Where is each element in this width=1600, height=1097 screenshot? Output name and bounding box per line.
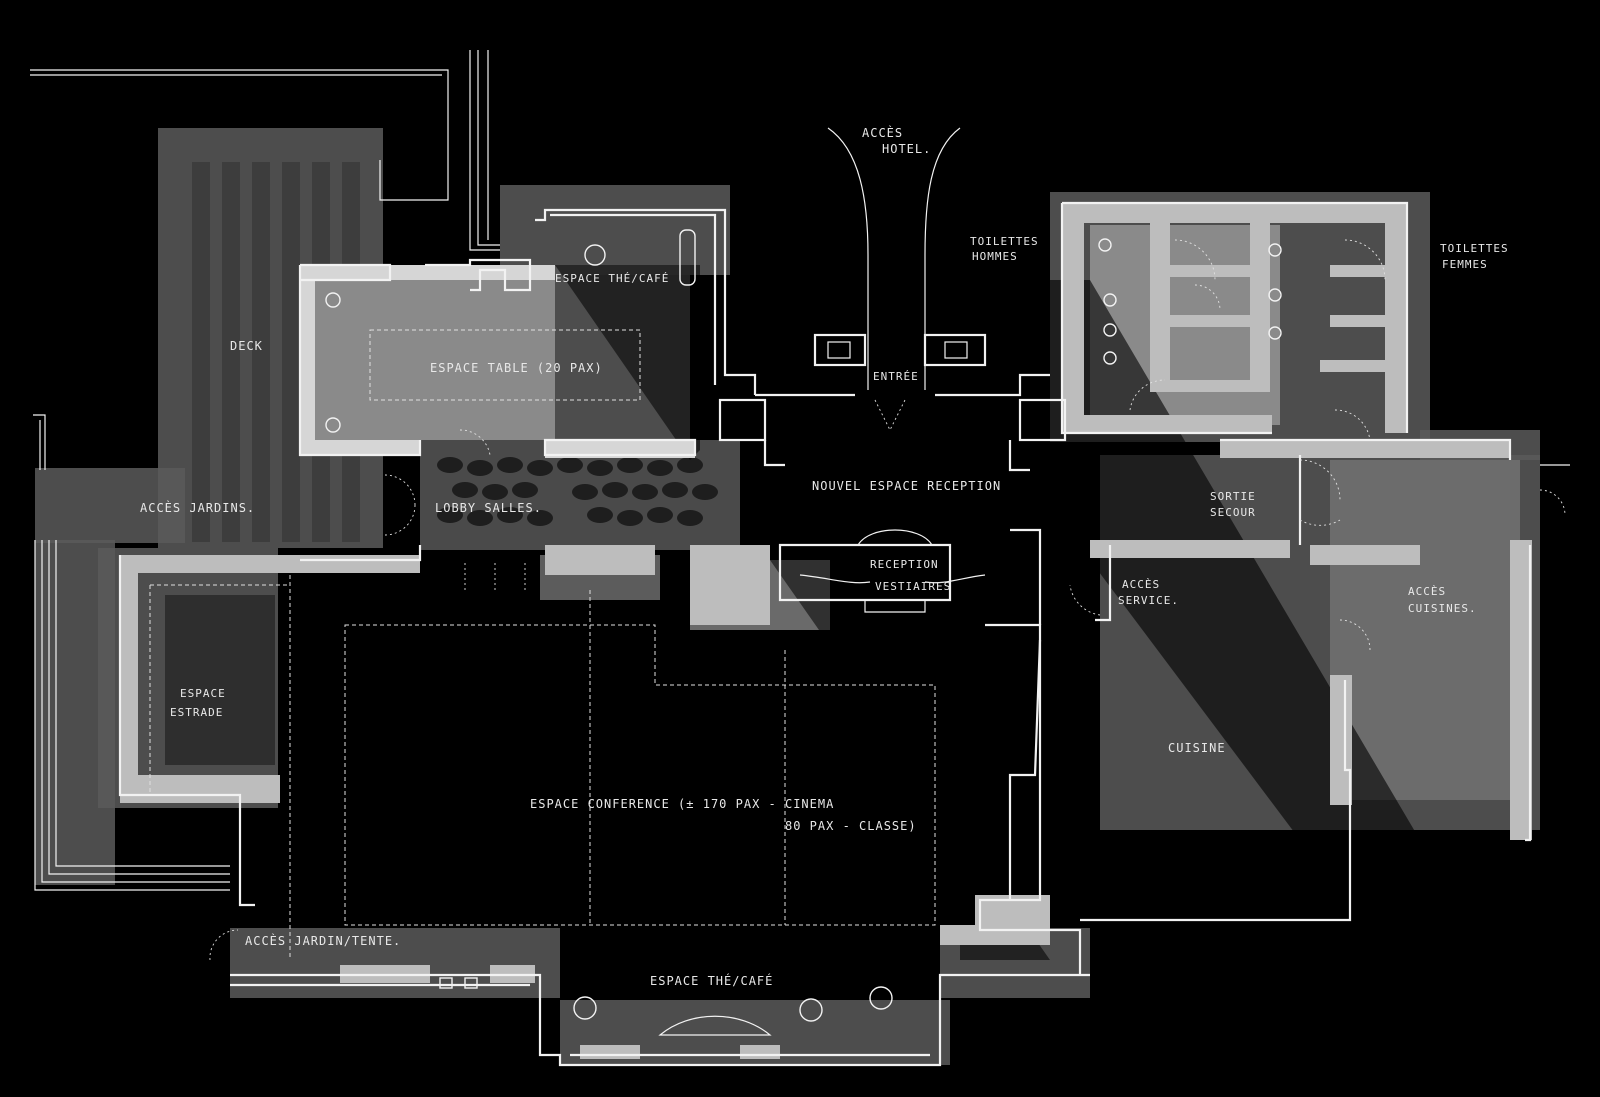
label-acces-jardins: ACCÈS JARDINS.: [140, 500, 255, 515]
label-toilettes-hommes-2: HOMMES: [972, 250, 1018, 263]
label-espace-estrade-1: ESPACE: [180, 687, 226, 700]
label-acces-hotel-2: HOTEL.: [882, 142, 931, 156]
dashed-lines: [149, 329, 936, 960]
labels: ACCÈS HOTEL. ESPACE THÉ/CAFÉ ESPACE TABL…: [140, 125, 1509, 988]
label-acces-hotel-1: ACCÈS: [862, 125, 903, 140]
label-sortie-secour-2: SECOUR: [1210, 506, 1256, 519]
label-espace-estrade-2: ESTRADE: [170, 706, 223, 719]
label-vestiaires: VESTIAIRES: [875, 580, 951, 593]
label-nouvel-espace-reception: NOUVEL ESPACE RECEPTION: [812, 479, 1001, 493]
label-acces-service-1: ACCÈS: [1122, 578, 1160, 591]
door-swings: [209, 239, 1566, 961]
label-lobby-salles: LOBBY SALLES.: [435, 501, 542, 515]
label-toilettes-femmes-2: FEMMES: [1442, 258, 1488, 271]
shadow-diagonal-3: [935, 280, 1420, 840]
label-espace-the-cafe-top: ESPACE THÉ/CAFÉ: [555, 272, 669, 285]
estrade-inner: [165, 595, 275, 765]
label-espace-table: ESPACE TABLE (20 PAX): [430, 361, 603, 375]
label-espace-the-cafe-bottom: ESPACE THÉ/CAFÉ: [650, 973, 773, 988]
shading: [35, 128, 1540, 1065]
label-espace-conference-1: ESPACE CONFERENCE (± 170 PAX - CINEMA: [530, 797, 834, 811]
steps-wash: [35, 540, 115, 885]
column-circle: [584, 244, 606, 266]
label-sortie-secour-1: SORTIE: [1210, 490, 1256, 503]
label-toilettes-hommes-1: TOILETTES: [970, 235, 1039, 248]
shadow-diagonal-1: [555, 265, 700, 460]
label-acces-cuisines-1: ACCÈS: [1408, 585, 1446, 598]
shadow-diagonal-2: [770, 530, 1050, 960]
label-acces-service-2: SERVICE.: [1118, 594, 1179, 607]
lobby-cobbles: [437, 457, 718, 526]
fixtures: [325, 229, 1282, 1022]
label-entree: ENTRÉE: [873, 370, 919, 383]
label-cuisine: CUISINE: [1168, 741, 1226, 755]
label-acces-jardin-tente: ACCÈS JARDIN/TENTE.: [245, 933, 401, 948]
garden-strip-wash: [35, 468, 185, 543]
reception-arrows: [799, 574, 986, 584]
label-toilettes-femmes-1: TOILETTES: [1440, 242, 1509, 255]
table-outline: [369, 329, 641, 401]
wall-bands: [120, 203, 1532, 1059]
bottom-left-wash: [230, 928, 560, 998]
table-space-light: [300, 265, 555, 450]
conference-outline: [344, 624, 936, 926]
walls: [30, 50, 1570, 1067]
label-acces-cuisines-2: CUISINES.: [1408, 602, 1477, 615]
label-reception: RECEPTION: [870, 558, 939, 571]
label-deck: DECK: [230, 339, 263, 353]
label-espace-conference-2: 80 PAX - CLASSE): [785, 819, 917, 833]
counter: [679, 229, 696, 286]
